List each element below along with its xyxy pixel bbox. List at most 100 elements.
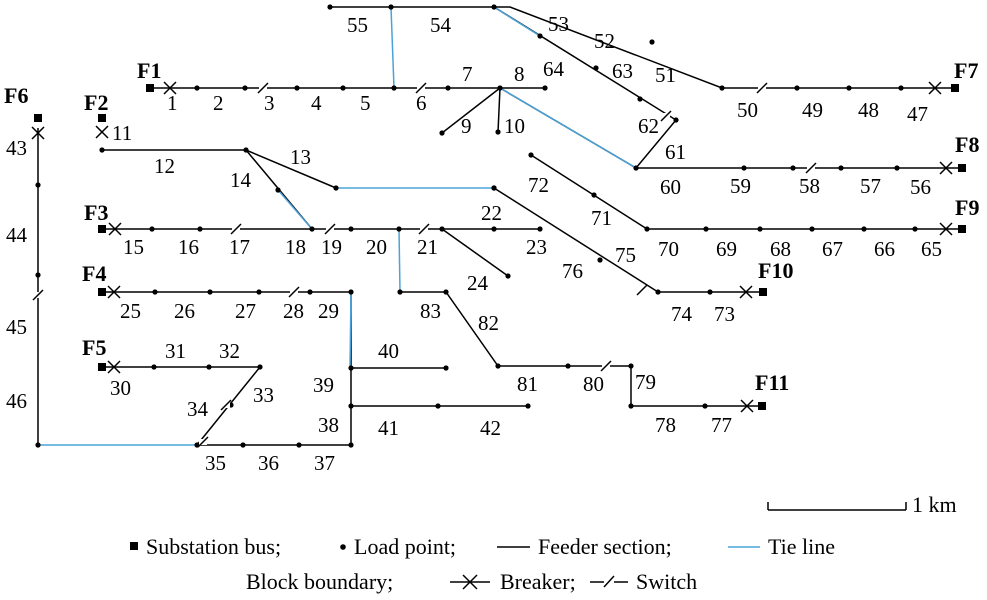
substation-bus bbox=[958, 225, 966, 233]
switch bbox=[230, 223, 242, 235]
load-point bbox=[397, 289, 403, 295]
switch bbox=[32, 289, 44, 301]
load-point bbox=[628, 363, 634, 369]
section-label: 2 bbox=[213, 91, 224, 115]
tie-line-3 bbox=[499, 87, 637, 169]
tie-lines bbox=[38, 6, 637, 446]
load-point bbox=[757, 226, 763, 232]
breaker bbox=[739, 285, 753, 299]
section-label: 14 bbox=[230, 168, 252, 192]
feeder-label: F1 bbox=[137, 58, 161, 83]
load-point bbox=[846, 85, 852, 91]
section-label: 45 bbox=[6, 315, 27, 339]
load-point bbox=[257, 364, 263, 370]
section-label: 20 bbox=[366, 235, 387, 259]
feeder-label: F11 bbox=[755, 370, 789, 395]
section-label: 40 bbox=[378, 339, 399, 363]
load-point bbox=[348, 442, 354, 448]
section-label: 71 bbox=[591, 206, 612, 230]
section-label: 47 bbox=[907, 102, 928, 126]
substation-bus bbox=[34, 114, 42, 122]
load-point bbox=[333, 185, 339, 191]
section-label: 11 bbox=[112, 121, 132, 145]
load-point bbox=[348, 289, 354, 295]
load-point bbox=[491, 185, 497, 191]
load-point bbox=[528, 152, 534, 158]
section-label: 39 bbox=[313, 373, 334, 397]
breaker bbox=[108, 222, 122, 236]
substation-bus bbox=[958, 164, 966, 172]
load-point bbox=[35, 442, 41, 448]
section-label: 13 bbox=[290, 145, 311, 169]
section-label: 60 bbox=[660, 175, 681, 199]
breaker bbox=[107, 285, 121, 299]
section-label: 56 bbox=[910, 175, 931, 199]
section-label: 30 bbox=[110, 376, 131, 400]
substation-bus-symbol bbox=[130, 542, 138, 550]
load-point bbox=[327, 4, 333, 10]
load-point bbox=[491, 4, 497, 10]
section-label: 17 bbox=[229, 235, 250, 259]
tie-line-7 bbox=[349, 291, 352, 369]
load-point bbox=[495, 129, 501, 135]
switch bbox=[324, 223, 336, 235]
feeder-label: F4 bbox=[82, 261, 106, 286]
breaker bbox=[939, 161, 953, 175]
section-label: 38 bbox=[318, 413, 339, 437]
section-label: 36 bbox=[258, 451, 279, 475]
section-label: 3 bbox=[264, 91, 275, 115]
section-label: 46 bbox=[6, 389, 27, 413]
feeder-label: F5 bbox=[82, 335, 106, 360]
breaker bbox=[107, 360, 121, 374]
section-label: 19 bbox=[321, 235, 342, 259]
feeder-label: F6 bbox=[4, 83, 28, 108]
load-point bbox=[525, 403, 531, 409]
section-label: 28 bbox=[283, 299, 304, 323]
feeder-label: F7 bbox=[954, 58, 978, 83]
load-point bbox=[439, 226, 445, 232]
load-point bbox=[340, 85, 346, 91]
section-label: 23 bbox=[526, 235, 547, 259]
feeder-label: F9 bbox=[955, 195, 979, 220]
load-point bbox=[296, 442, 302, 448]
load-point bbox=[439, 130, 445, 136]
section-label: 78 bbox=[655, 413, 676, 437]
section-label: 9 bbox=[461, 114, 472, 138]
substation-bus bbox=[146, 84, 154, 92]
load-point bbox=[396, 226, 402, 232]
section-label: 58 bbox=[799, 174, 820, 198]
load-point bbox=[194, 85, 200, 91]
feeder-label: F2 bbox=[84, 90, 108, 115]
section-label: 54 bbox=[430, 13, 452, 37]
section-label: 18 bbox=[285, 235, 306, 259]
load-point bbox=[794, 85, 800, 91]
load-point bbox=[673, 117, 679, 123]
tie-line-1 bbox=[390, 6, 395, 89]
load-point bbox=[838, 165, 844, 171]
load-point bbox=[707, 289, 713, 295]
substation-bus bbox=[98, 114, 106, 122]
load-point bbox=[275, 187, 281, 193]
load-point bbox=[542, 85, 548, 91]
load-point bbox=[348, 403, 354, 409]
section-label: 73 bbox=[714, 302, 735, 326]
switch bbox=[415, 82, 427, 94]
scale-bar: 1 km bbox=[767, 492, 957, 517]
section-label: 75 bbox=[615, 243, 636, 267]
load-point bbox=[637, 96, 643, 102]
section-label: 55 bbox=[347, 13, 368, 37]
substation-bus bbox=[758, 402, 766, 410]
switch bbox=[288, 286, 300, 298]
legend-substation: Substation bus; bbox=[146, 534, 281, 559]
load-point bbox=[597, 257, 603, 263]
switch bbox=[660, 110, 672, 122]
load-point bbox=[898, 85, 904, 91]
load-point bbox=[256, 289, 262, 295]
section-label: 41 bbox=[378, 416, 399, 440]
load-point bbox=[197, 226, 203, 232]
section-label: 76 bbox=[562, 259, 583, 283]
load-point bbox=[741, 165, 747, 171]
load-point bbox=[591, 192, 597, 198]
breaker bbox=[928, 81, 942, 95]
section-label: 74 bbox=[671, 302, 693, 326]
